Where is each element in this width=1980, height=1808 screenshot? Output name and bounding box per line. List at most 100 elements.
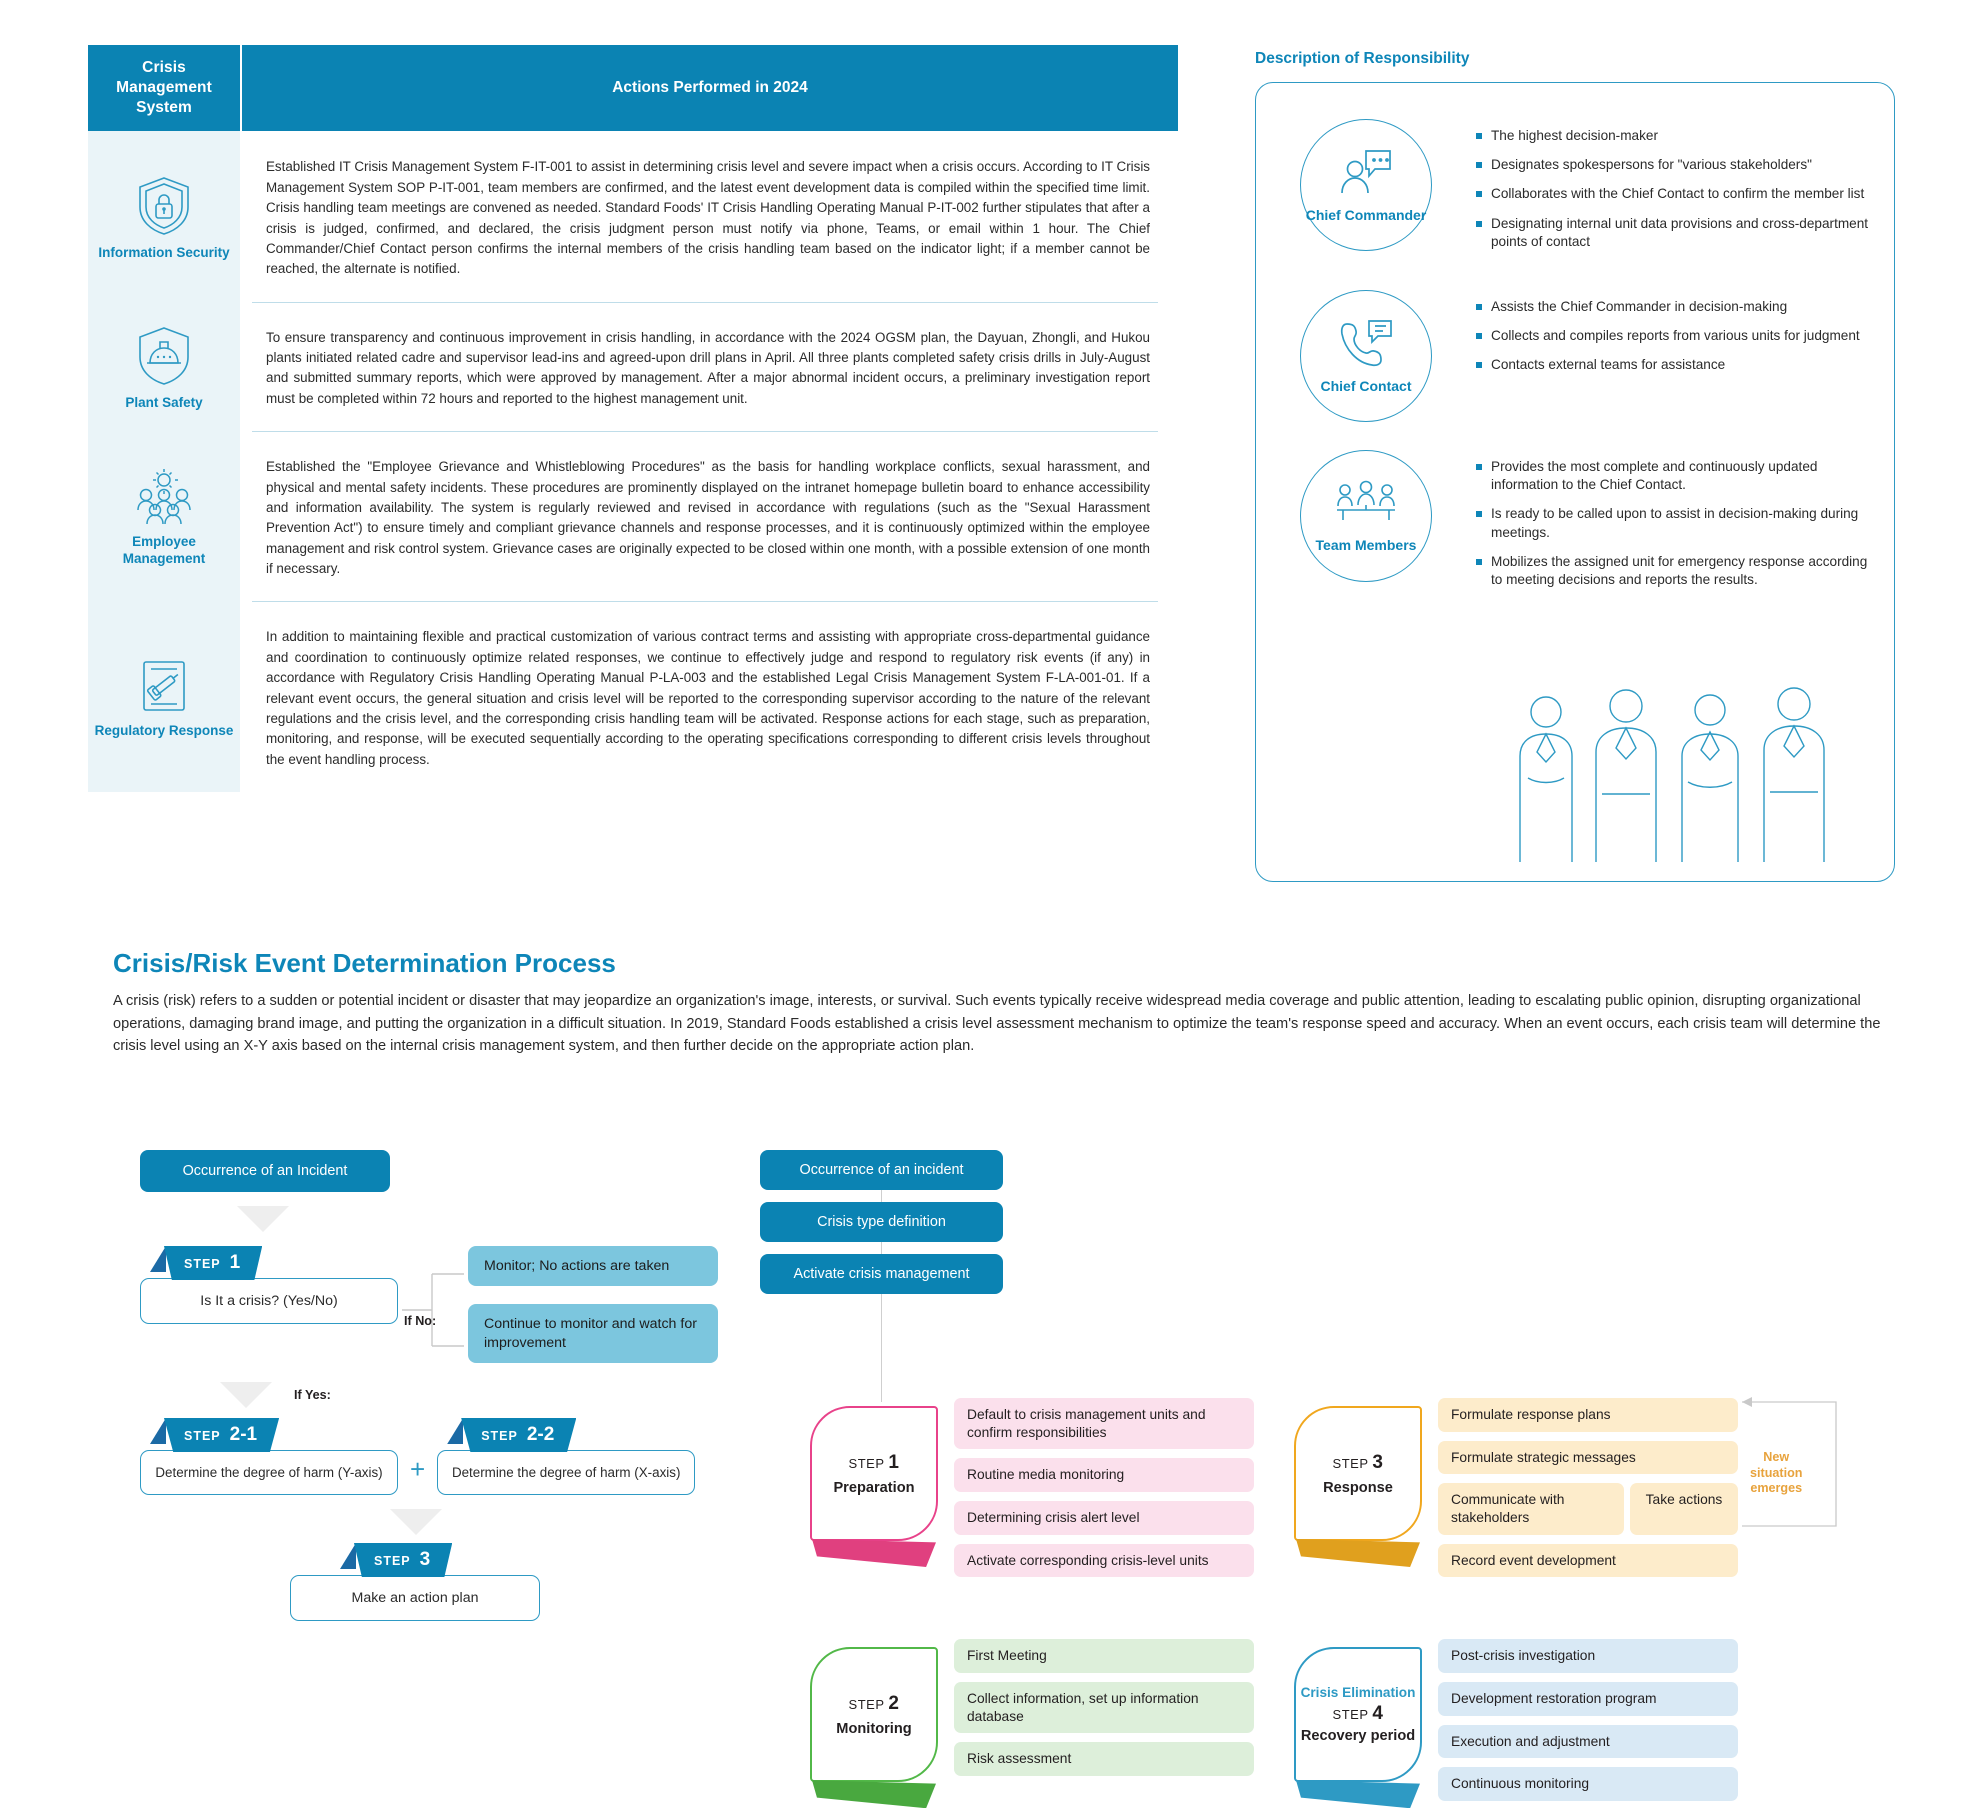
stage-label: STEP 2 Monitoring: [810, 1647, 938, 1782]
stage-response: STEP 3 Response Formulate response plans…: [1294, 1397, 1837, 1578]
plus-sign: +: [410, 1454, 426, 1484]
connector-line: [881, 1190, 882, 1202]
branch-monitor-no-actions[interactable]: Monitor; No actions are taken: [468, 1246, 718, 1287]
table-header-row: Crisis Management System Actions Perform…: [88, 45, 1178, 132]
role-bullets: Assists the Chief Commander in decision-…: [1476, 284, 1894, 386]
mid-pill-crisis-type[interactable]: Crisis type definition: [760, 1202, 1003, 1242]
task-item[interactable]: Record event development: [1438, 1543, 1738, 1578]
step-word: STEP: [848, 1696, 885, 1712]
step-word: STEP: [1332, 1707, 1369, 1723]
stage-tail: [1296, 1780, 1420, 1808]
task-item[interactable]: Formulate response plans: [1438, 1398, 1738, 1432]
stage-tail: [812, 1539, 936, 1567]
mid-pill-occurrence[interactable]: Occurrence of an incident: [760, 1150, 1003, 1190]
responsibility-card: Chief Commander The highest decision-mak…: [1255, 82, 1895, 882]
step-text: Determine the degree of harm (Y-axis): [140, 1450, 398, 1495]
role-bullets: Provides the most complete and continuou…: [1476, 444, 1894, 600]
task-item[interactable]: Communicate with stakeholders: [1438, 1483, 1624, 1535]
stage-name: Preparation: [833, 1479, 915, 1496]
step-fold-decor: [150, 1418, 166, 1444]
step-number: 2-2: [526, 1424, 555, 1445]
stage-name: Recovery period: [1300, 1728, 1416, 1745]
table-category-cell: Plant Safety: [88, 301, 240, 432]
person-speech-bubble-icon: [1335, 147, 1397, 202]
responsibility-title: Description of Responsibility: [1255, 50, 1470, 67]
table-category-cell: Employee Management: [88, 431, 240, 602]
step-number: 1: [888, 1451, 900, 1473]
bullet-item: Mobilizes the assigned unit for emergenc…: [1476, 553, 1870, 589]
task-item[interactable]: Default to crisis management units and c…: [954, 1398, 1254, 1450]
stage-label: STEP 3 Response: [1294, 1406, 1422, 1541]
bullet-item: Assists the Chief Commander in decision-…: [1476, 298, 1870, 316]
stage-label: Crisis Elimination STEP 4 Recovery perio…: [1294, 1647, 1422, 1782]
role-circle-wrap: Team Members: [1256, 444, 1476, 583]
left-step-3[interactable]: STEP 3 Make an action plan: [290, 1543, 540, 1621]
step-word: STEP: [374, 1554, 411, 1568]
mid-pill-activate[interactable]: Activate crisis management: [760, 1254, 1003, 1294]
task-item[interactable]: Routine media monitoring: [954, 1458, 1254, 1492]
step-fold-decor: [150, 1246, 166, 1272]
crisis-management-table: Crisis Management System Actions Perform…: [88, 45, 1178, 793]
task-item[interactable]: Post-crisis investigation: [1438, 1639, 1738, 1673]
task-item[interactable]: Determining crisis alert level: [954, 1500, 1254, 1535]
task-item[interactable]: Continuous monitoring: [1438, 1767, 1738, 1801]
task-take-actions[interactable]: Take actions: [1630, 1483, 1738, 1535]
step-number: 3: [1372, 1451, 1384, 1473]
stage-shape: STEP 2 Monitoring: [810, 1647, 938, 1808]
role-chief-commander: Chief Commander The highest decision-mak…: [1256, 113, 1894, 262]
task-item[interactable]: Activate corresponding crisis-level unit…: [954, 1543, 1254, 1578]
arrow-down-icon: [390, 1509, 442, 1535]
business-team-illustration: [1498, 682, 1858, 867]
stage-leaf: [810, 1406, 938, 1541]
table-header-actions: Actions Performed in 2024: [242, 45, 1178, 132]
task-item[interactable]: Formulate strategic messages: [1438, 1440, 1738, 1475]
left-step-2-1[interactable]: STEP 2-1 Determine the degree of harm (Y…: [140, 1418, 398, 1495]
role-team-members: Team Members Provides the most complete …: [1256, 444, 1894, 600]
flow-start-pill[interactable]: Occurrence of an Incident: [140, 1150, 390, 1192]
arrow-down-icon: [220, 1382, 272, 1408]
table-category-cell: Regulatory Response: [88, 601, 240, 793]
step-word: STEP: [184, 1429, 221, 1443]
role-name: Chief Commander: [1305, 207, 1427, 223]
task-item[interactable]: Execution and adjustment: [1438, 1724, 1738, 1759]
left-step-2-2[interactable]: STEP 2-2 Determine the degree of harm (X…: [437, 1418, 696, 1495]
step-number: 4: [1372, 1703, 1384, 1725]
bullet-item: Designates spokespersons for "various st…: [1476, 156, 1870, 174]
stage-name: Response: [1323, 1479, 1393, 1496]
task-item[interactable]: Development restoration program: [1438, 1681, 1738, 1716]
phone-chat-icon: [1337, 318, 1395, 373]
shield-helmet-icon: [135, 325, 193, 387]
table-category-cell: Information Security: [88, 131, 240, 302]
table-category-label: Information Security: [98, 245, 230, 261]
right-flowchart: Occurrence of an incident Crisis type de…: [760, 1150, 1837, 1808]
left-step-1[interactable]: STEP 1 Is It a crisis? (Yes/No): [140, 1246, 398, 1324]
stage-label: STEP 1 Preparation: [810, 1406, 938, 1541]
stage-monitoring: STEP 2 Monitoring First Meeting Collect …: [810, 1639, 1254, 1808]
table-category-label: Employee Management: [122, 534, 206, 567]
shield-lock-icon: [136, 175, 192, 237]
table-header-category: Crisis Management System: [88, 45, 240, 132]
left-flowchart: Occurrence of an Incident STEP 1 Is It a…: [140, 1150, 740, 1621]
role-name: Team Members: [1315, 537, 1417, 554]
step-tab: STEP 2-1: [164, 1418, 280, 1452]
new-situation-label: New situation emerges: [1750, 1450, 1803, 1496]
task-item[interactable]: Risk assessment: [954, 1742, 1254, 1776]
bullet-item: Provides the most complete and continuou…: [1476, 458, 1870, 494]
role-bullets: The highest decision-maker Designates sp…: [1476, 113, 1894, 262]
connector-line: [881, 1294, 882, 1402]
stage-leaf: [1294, 1406, 1422, 1541]
branch-continue-monitor[interactable]: Continue to monitor and watch for improv…: [468, 1304, 718, 1364]
task-item[interactable]: Collect information, set up information …: [954, 1681, 1254, 1734]
bullet-item: Collaborates with the Chief Contact to c…: [1476, 185, 1870, 203]
stage-leaf: [810, 1647, 938, 1783]
responsibility-panel: Description of Responsibility: [1255, 50, 1895, 882]
task-item[interactable]: First Meeting: [954, 1639, 1254, 1673]
step-text: Determine the degree of harm (X-axis): [437, 1450, 696, 1495]
step-word: STEP: [481, 1429, 518, 1443]
bullet-item: Contacts external teams for assistance: [1476, 356, 1870, 374]
stage-shape: STEP 1 Preparation: [810, 1406, 938, 1567]
crisis-elimination-label: Crisis Elimination: [1300, 1685, 1416, 1701]
step-number: 1: [229, 1252, 241, 1273]
table-action-text: In addition to maintaining flexible and …: [242, 601, 1178, 792]
table-row: Information Security Established IT Cris…: [88, 131, 1178, 302]
